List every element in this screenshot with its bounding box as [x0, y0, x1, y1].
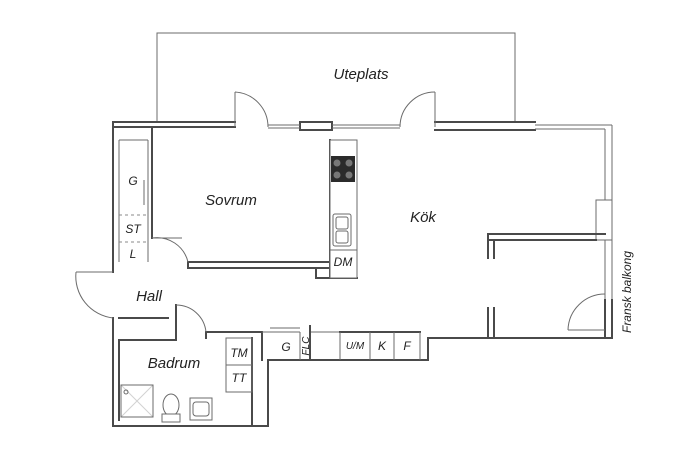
kitchen-counter — [329, 139, 358, 279]
doors — [75, 91, 606, 333]
room-label-hall: Hall — [136, 288, 163, 305]
toilet-icon — [161, 393, 181, 423]
fixture-label-storage: ST — [125, 222, 142, 236]
bathroom-fixtures — [120, 337, 253, 423]
fixture-label-hall-wardrobe: G — [281, 340, 290, 354]
washbasin-icon — [189, 397, 213, 421]
fixture-label-dryer: TT — [232, 371, 248, 385]
fixture-label-wardrobe: G — [128, 174, 137, 188]
stove-icon — [331, 156, 355, 182]
fixture-label-linen: L — [130, 247, 137, 261]
exterior-walls — [112, 121, 613, 427]
room-label-bedroom: Sovrum — [205, 192, 257, 209]
interior-walls — [118, 126, 606, 427]
fixture-label-fridge: K — [378, 339, 387, 353]
room-label-terrace: Uteplats — [333, 66, 389, 83]
terrace-area — [156, 32, 516, 122]
fixture-label-washer: TM — [230, 346, 247, 360]
fixture-label-freezer: F — [403, 339, 411, 353]
fixture-label-flc: FLC — [301, 336, 312, 356]
room-label-balcony: Fransk balkong — [620, 251, 634, 333]
shower-icon — [120, 384, 154, 418]
fixture-label-dishwasher: DM — [334, 255, 353, 269]
sink-icon — [332, 213, 352, 247]
fixture-label-oven-micro: U/M — [346, 341, 365, 352]
room-label-bathroom: Badrum — [148, 355, 201, 372]
room-label-kitchen: Kök — [410, 209, 437, 226]
